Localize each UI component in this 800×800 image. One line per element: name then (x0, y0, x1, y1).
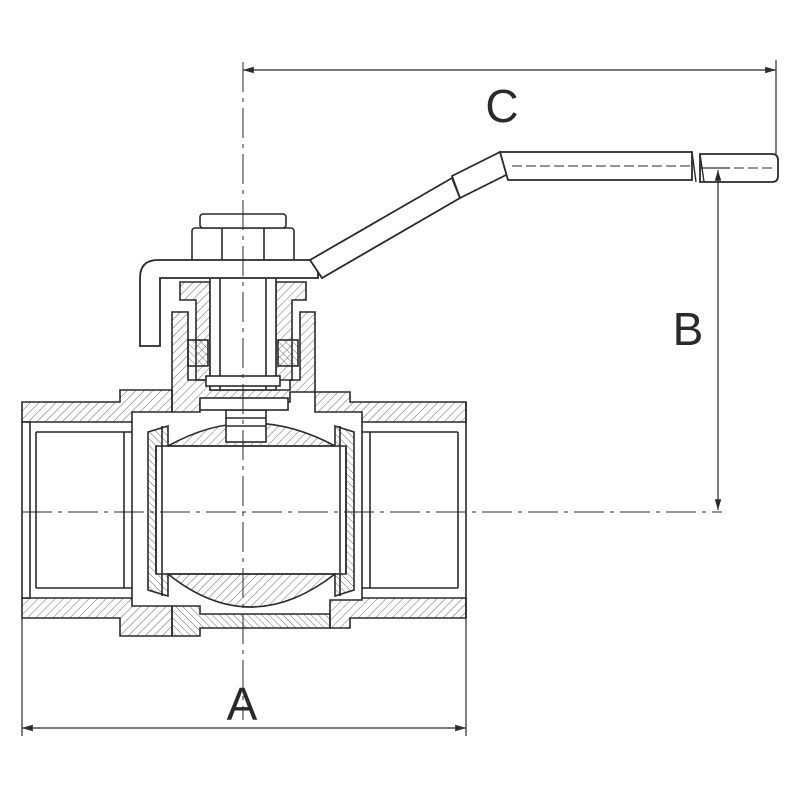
packing-left (187, 339, 209, 367)
dimension-label-c: C (485, 80, 518, 132)
ball-bottom-segment (165, 573, 338, 608)
right-body-top-wall (314, 391, 467, 423)
central-body-bottom (171, 605, 331, 637)
packing-right (277, 339, 299, 367)
centerlines (22, 62, 722, 720)
dimension-label-b: B (673, 303, 704, 355)
dimension-label-a: A (227, 678, 258, 730)
left-connector-bottom-wall (21, 597, 173, 637)
left-bore (21, 421, 31, 599)
dimension-labels: C B A (227, 80, 704, 730)
left-connector-top-wall (21, 389, 173, 423)
handle-break-left (691, 151, 697, 183)
lever-handle (139, 150, 779, 347)
handle-hook (139, 259, 319, 347)
dimension-lines (21, 60, 777, 736)
handle-grip-angled (450, 150, 510, 200)
valve-body (21, 311, 467, 637)
stem-assembly (179, 213, 307, 411)
right-seat-ring (334, 424, 355, 598)
handle-arm (308, 176, 462, 280)
left-seat-ring (147, 424, 169, 598)
right-body-bottom-wall (329, 597, 467, 629)
stem-foot (199, 397, 289, 411)
